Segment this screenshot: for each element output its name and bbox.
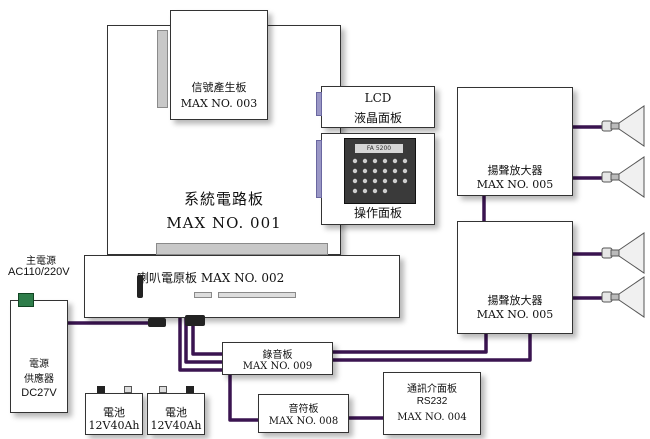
battery-1-terminal xyxy=(124,386,132,393)
operation-panel: FA 5200 操作面板 xyxy=(321,133,435,225)
speaker-icon xyxy=(601,276,645,318)
battery-2-title: 電池 xyxy=(165,406,187,419)
battery-1-title: 電池 xyxy=(103,406,125,419)
recording-board-title: 錄音板 xyxy=(262,350,293,361)
power-supply: 電源 供應器 DC27V xyxy=(10,300,68,413)
operation-panel-title: 操作面板 xyxy=(353,206,402,220)
speaker-board-slot-1 xyxy=(194,292,212,298)
system-board-model: MAX NO. 001 xyxy=(166,214,282,232)
battery-1-terminal xyxy=(97,386,105,393)
power-supply-line2: 供應器 xyxy=(24,374,54,385)
speaker-icon xyxy=(601,156,645,198)
amplifier-top-title: 揚聲放大器 xyxy=(487,164,543,177)
battery-2-terminal xyxy=(159,386,167,393)
operation-panel-screen: FA 5200 xyxy=(355,144,403,153)
comm-interface-board: 通訊介面板 RS232 MAX NO. 004 xyxy=(383,372,481,435)
main-power-spec: AC110/220V xyxy=(8,266,70,278)
lcd-connector xyxy=(316,92,322,116)
wire-recording-to-amp-1 xyxy=(333,334,488,354)
tone-board: 音符板 MAX NO. 008 xyxy=(258,394,349,433)
lcd-subtitle: 液晶面板 xyxy=(353,111,402,125)
main-power-title: 主電源 xyxy=(26,256,56,267)
speaker-power-board-title: 喇叭電原板 MAX NO. 002 xyxy=(137,271,285,285)
speaker-power-board: 喇叭電原板 MAX NO. 002 xyxy=(84,255,400,318)
battery-2-terminal xyxy=(186,386,194,393)
recording-board-model: MAX NO. 009 xyxy=(242,361,313,372)
speaker-board-slot-2 xyxy=(218,292,296,298)
signal-board-connector xyxy=(157,30,168,108)
signal-generator-board: 信號產生板 MAX NO. 003 xyxy=(170,10,268,120)
battery-2: 電池 12V40Ah xyxy=(147,393,205,435)
system-board-title: 系統電路板 xyxy=(183,190,264,208)
comm-board-model: MAX NO. 004 xyxy=(397,412,467,423)
amplifier-top: 揚聲放大器 MAX NO. 005 xyxy=(457,87,573,196)
amplifier-bottom-model: MAX NO. 005 xyxy=(476,308,554,321)
power-supply-spec: DC27V xyxy=(21,387,57,399)
speaker-icon xyxy=(601,232,645,274)
amplifier-bottom: 揚聲放大器 MAX NO. 005 xyxy=(457,221,573,334)
lcd-panel: LCD 液晶面板 xyxy=(321,86,435,128)
signal-board-model: MAX NO. 003 xyxy=(180,97,258,110)
amplifier-bottom-title: 揚聲放大器 xyxy=(487,294,543,307)
speaker-board-component xyxy=(137,275,143,298)
comm-board-title: 通訊介面板 xyxy=(407,384,457,395)
operation-panel-keypad: FA 5200 xyxy=(344,138,416,204)
speaker-board-signal-connector xyxy=(185,315,205,326)
system-circuit-board: 系統電路板 MAX NO. 001 xyxy=(107,25,341,255)
battery-1: 電池 12V40Ah xyxy=(85,393,143,435)
keypad-buttons xyxy=(352,158,408,194)
board-to-board-connector xyxy=(156,243,328,255)
wire-board-to-recording-c xyxy=(191,318,222,356)
battery-1-spec: 12V40Ah xyxy=(88,419,140,432)
amplifier-top-model: MAX NO. 005 xyxy=(476,178,554,191)
signal-board-title: 信號產生板 xyxy=(191,81,247,94)
speaker-icon xyxy=(601,105,645,147)
operation-panel-connector xyxy=(316,140,322,198)
tone-board-title: 音符板 xyxy=(288,404,319,415)
tone-board-model: MAX NO. 008 xyxy=(268,416,339,427)
wire-recording-to-tone xyxy=(228,375,258,422)
recording-board: 錄音板 MAX NO. 009 xyxy=(222,342,333,375)
wire-recording-to-amp-2 xyxy=(333,334,532,362)
comm-board-protocol: RS232 xyxy=(416,396,448,407)
power-plug-icon xyxy=(18,293,34,307)
power-supply-line1: 電源 xyxy=(29,359,49,370)
speaker-board-power-connector xyxy=(148,318,166,327)
battery-2-spec: 12V40Ah xyxy=(150,419,202,432)
wire-board-to-recording-a xyxy=(178,295,222,372)
lcd-title: LCD xyxy=(364,91,392,105)
